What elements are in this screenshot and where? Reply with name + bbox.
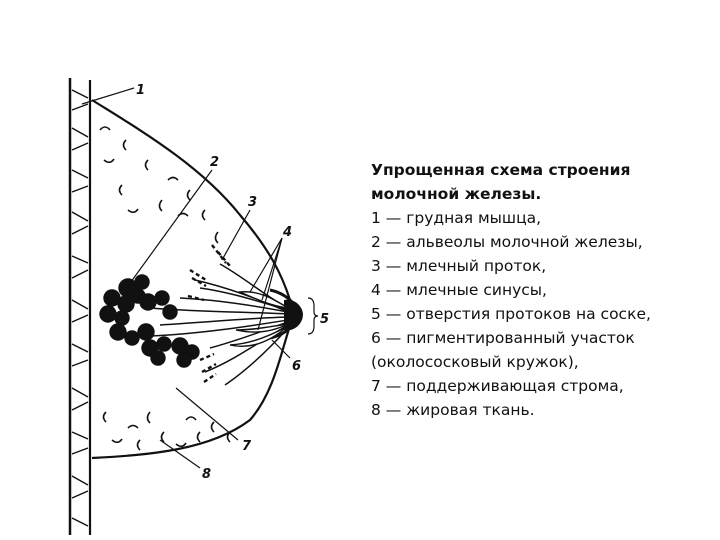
legend-item: 5 — отверстия протоков на соске, bbox=[371, 305, 651, 323]
leader-lines bbox=[81, 87, 319, 469]
milk-ducts bbox=[149, 263, 289, 386]
legend-item: 4 — млечные синусы, bbox=[371, 281, 547, 299]
legend-title-line-2: молочной железы. bbox=[371, 185, 542, 203]
label-2: 2 bbox=[210, 155, 219, 170]
legend-title-line-1: Упрощенная схема строения bbox=[371, 161, 631, 179]
legend-item: 7 — поддерживающая строма, bbox=[371, 377, 624, 395]
legend-item: (околососковый кружок), bbox=[371, 353, 579, 371]
legend-item: 1 — грудная мышца, bbox=[371, 209, 542, 227]
legend-item: 2 — альвеолы молочной железы, bbox=[371, 233, 643, 251]
fat-tissue-marks bbox=[99, 126, 231, 451]
label-6: 6 bbox=[292, 359, 301, 374]
label-4: 4 bbox=[282, 225, 292, 240]
dashed-duct-ends bbox=[187, 244, 231, 383]
legend-item: 3 — млечный проток, bbox=[371, 257, 547, 275]
legend-item: 6 — пигментированный участок bbox=[371, 329, 635, 347]
label-8: 8 bbox=[202, 467, 211, 482]
milk-sinuses bbox=[229, 291, 289, 347]
label-1: 1 bbox=[136, 83, 145, 98]
pectoral-muscle bbox=[68, 78, 92, 535]
legend: Упрощенная схема строения молочной желез… bbox=[371, 158, 711, 422]
alveoli-clusters bbox=[99, 274, 200, 368]
label-7: 7 bbox=[242, 439, 252, 454]
label-3: 3 bbox=[248, 195, 257, 210]
label-5: 5 bbox=[320, 312, 329, 327]
legend-item: 8 — жировая ткань. bbox=[371, 401, 535, 419]
